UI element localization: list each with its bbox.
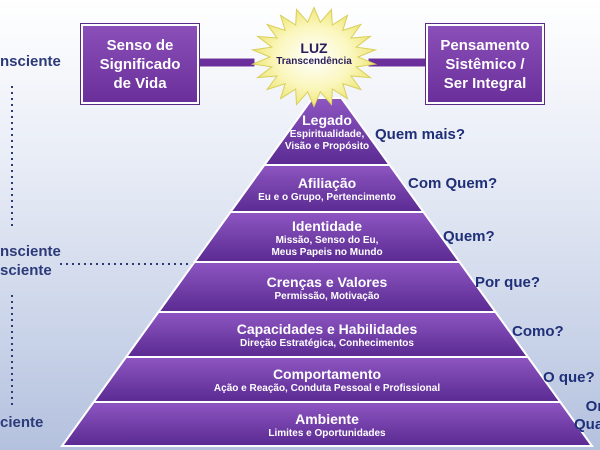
luz-title: LUZ xyxy=(300,40,328,56)
side-label-1: nsciente xyxy=(0,53,61,70)
tier-subtitle: Permissão, Motivação xyxy=(274,291,380,302)
tier-question-3: Quem? xyxy=(443,228,495,245)
tier-subtitle: Ação e Reação, Conduta Pessoal e Profiss… xyxy=(213,383,441,394)
luz-subtitle: Transcendência xyxy=(276,56,352,67)
side-label-2: nsciente xyxy=(0,243,61,260)
tier-title: Legado xyxy=(302,112,352,128)
tier-title: Capacidades e Habilidades xyxy=(236,321,418,337)
tier-title: Ambiente xyxy=(295,411,359,427)
tier-question-7: Or Qua xyxy=(574,398,600,433)
tier-subtitle: Direção Estratégica, Conhecimentos xyxy=(240,338,414,349)
side-label-3: sciente xyxy=(0,262,52,279)
tier-title: Afiliação xyxy=(297,175,357,191)
luz-label-group: LUZ Transcendência xyxy=(244,0,384,67)
tier-subtitle: Eu e o Grupo, Pertencimento xyxy=(258,192,396,203)
tier-subtitle: Meus Papeis no Mundo xyxy=(271,247,383,258)
side-label-4: ciente xyxy=(0,414,44,431)
tier-subtitle: Missão, Senso do Eu, xyxy=(275,235,379,246)
senso-de-significado-label: Senso de Significado de Vida xyxy=(99,36,181,92)
senso-de-significado-box: Senso de Significado de Vida xyxy=(80,23,200,105)
luz-starburst xyxy=(250,6,378,108)
tier-title: Comportamento xyxy=(272,366,382,382)
tier-question-6: O que? xyxy=(543,369,595,386)
tier-question-5: Como? xyxy=(512,323,564,340)
tier-question-1: Quem mais? xyxy=(375,126,466,143)
left-connector xyxy=(198,57,256,68)
pensamento-sistemico-box: Pensamento Sistêmico / Ser Integral xyxy=(425,23,545,105)
tier-title: Identidade xyxy=(291,218,362,234)
tier-subtitle: Espiritualidade, xyxy=(289,129,365,140)
pensamento-sistemico-label: Pensamento Sistêmico / Ser Integral xyxy=(440,36,530,92)
tier-question-2: Com Quem? xyxy=(408,175,498,192)
tier-question-4: Por que? xyxy=(475,274,541,291)
tier-title: Crenças e Valores xyxy=(266,274,388,290)
tier-subtitle: Visão e Propósito xyxy=(284,141,370,152)
pyramid-tier-7 xyxy=(60,401,594,447)
pyramid-tiers xyxy=(60,97,594,447)
tier-subtitle: Limites e Oportunidades xyxy=(268,428,386,439)
